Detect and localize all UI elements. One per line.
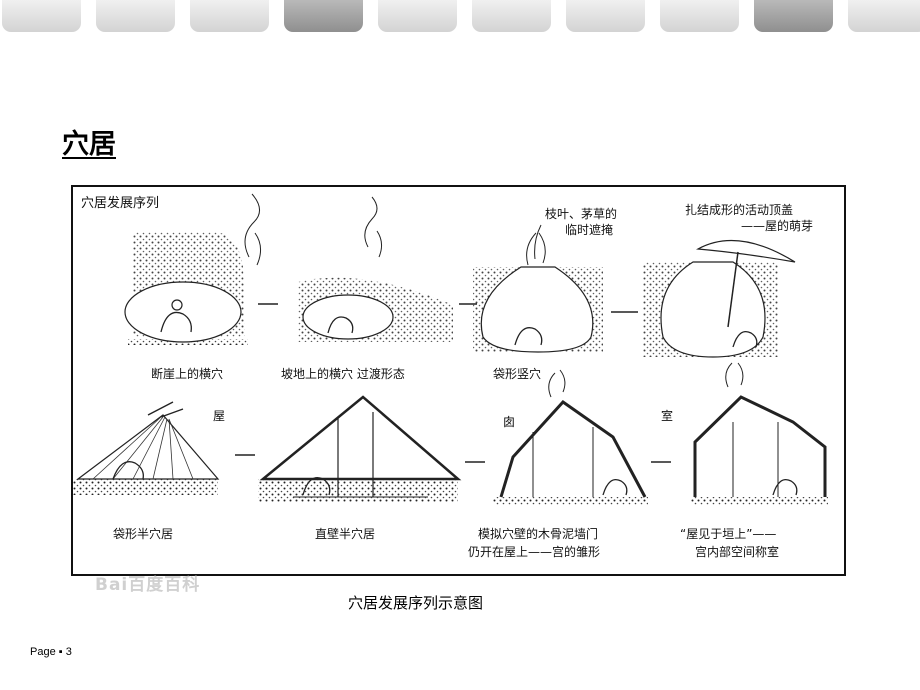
label-mud-wall-2: 仍开在屋上——宫的雏形 <box>468 545 601 559</box>
label-cliff-cave: 断崖上的横穴 <box>151 367 224 381</box>
nav-tab-5[interactable] <box>378 0 457 32</box>
callout-wu: 屋 <box>213 409 226 423</box>
cliff-cave-drawing <box>124 193 261 345</box>
page-number: Page ▪ 3 <box>30 646 72 658</box>
callout-shi: 室 <box>661 409 674 423</box>
callout-roof-1: 扎结成形的活动顶盖 <box>685 203 794 217</box>
nav-tab-2[interactable] <box>96 0 175 32</box>
label-mud-wall-1: 模拟穴壁的木骨泥墙门 <box>478 527 599 541</box>
nav-tab-3[interactable] <box>190 0 269 32</box>
callout-you: 囱 <box>503 415 516 429</box>
figure-caption: 穴居发展序列示意图 <box>348 594 484 612</box>
callout-branches-1: 枝叶、茅草的 <box>545 207 618 221</box>
slope-cave-drawing <box>298 196 453 342</box>
label-slope-cave: 坡地上的横穴 过渡形态 <box>281 367 405 381</box>
nav-tab-9-active[interactable] <box>754 0 833 32</box>
house-above-wall-drawing <box>691 362 828 505</box>
nav-tab-6[interactable] <box>472 0 551 32</box>
nav-tab-10[interactable] <box>848 0 920 32</box>
slide-title: 穴居 <box>62 129 116 160</box>
covered-pit-drawing <box>643 239 796 358</box>
label-bag-semi-pit: 袋形半穴居 <box>113 527 174 541</box>
label-straight-wall: 直壁半穴居 <box>315 527 376 541</box>
watermark: Bai百度百科 <box>95 575 201 595</box>
timber-mud-wall-drawing <box>493 369 648 505</box>
nav-tab-7[interactable] <box>566 0 645 32</box>
label-bag-pit: 袋形竖穴 <box>493 367 542 381</box>
nav-tab-1[interactable] <box>2 0 81 32</box>
sequence-title: 穴居发展序列 <box>81 196 160 211</box>
nav-tab-8[interactable] <box>660 0 739 32</box>
bag-pit-drawing <box>473 224 603 353</box>
bag-semi-pit-drawing <box>73 401 220 495</box>
top-tab-bar <box>0 0 920 34</box>
straight-wall-semi-pit-drawing <box>258 395 462 502</box>
cave-dwelling-figure: 穴居发展序列 枝叶、茅草的 临时遮掩 扎结成形的活动顶盖 ——屋的萌芽 断崖上的… <box>71 185 846 576</box>
cave-dwelling-illustration <box>73 193 828 505</box>
label-house-wall-2: 宫内部空间称室 <box>695 545 780 559</box>
nav-tab-4-active[interactable] <box>284 0 363 32</box>
callout-roof-2: ——屋的萌芽 <box>741 219 814 233</box>
callout-branches-2: 临时遮掩 <box>565 223 614 237</box>
label-house-wall-1: “屋见于垣上”—— <box>680 527 777 541</box>
